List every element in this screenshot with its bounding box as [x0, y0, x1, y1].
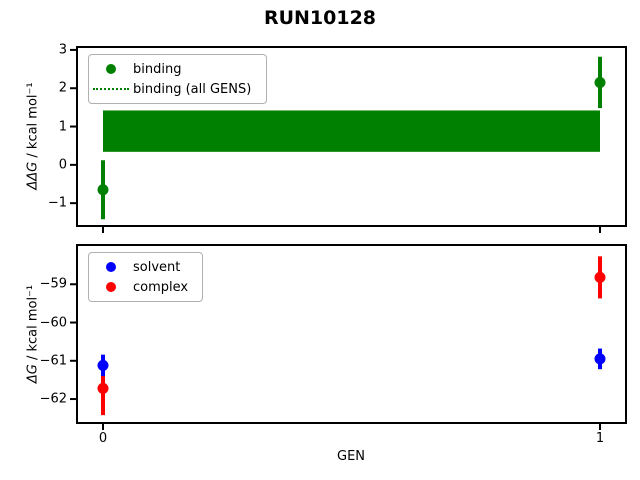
data-point-complex — [594, 271, 606, 283]
top-plot-area — [76, 46, 627, 227]
data-point-solvent — [594, 353, 606, 365]
data-point-complex — [97, 382, 109, 394]
y-axis-label-ddg-units: / kcal mol⁻¹ — [25, 82, 41, 162]
y-tick-label: −61 — [39, 353, 67, 369]
legend-glyph-cell — [89, 64, 133, 74]
uncertainty-band-binding-all-gens- — [102, 110, 601, 152]
legend-glyph-cell — [89, 282, 133, 292]
y-tick-label: 0 — [58, 157, 67, 173]
complex-marker-icon — [106, 282, 116, 292]
y-tick-label: −60 — [39, 315, 67, 331]
legend-label-binding: binding — [133, 61, 182, 77]
y-tick-label: 1 — [58, 119, 67, 135]
solvent-marker-icon — [106, 262, 116, 272]
legend-item-complex: complex — [89, 277, 193, 297]
data-point-solvent — [97, 359, 109, 371]
y-axis-label-dg-math: ΔG — [25, 364, 41, 384]
legend-bottom-plot: solvent complex — [88, 252, 203, 302]
y-axis-label-ddg-math: ΔΔG — [25, 161, 41, 190]
y-tick-label: −62 — [39, 391, 67, 407]
legend-label-binding-all-gens: binding (all GENS) — [133, 81, 252, 97]
binding-marker-icon — [106, 64, 116, 74]
y-axis-label-ddg: ΔΔG / kcal mol⁻¹ — [26, 82, 41, 189]
y-axis-label-dg: ΔG / kcal mol⁻¹ — [26, 285, 41, 383]
y-tick-label: −59 — [39, 276, 67, 292]
x-axis-label: GEN — [336, 449, 366, 464]
figure-title: RUN10128 — [263, 7, 377, 29]
bottom-plot-area — [76, 244, 627, 424]
legend-item-binding-all-gens: binding (all GENS) — [89, 79, 257, 99]
data-point-binding — [594, 76, 606, 88]
x-tick-label: 1 — [595, 431, 605, 446]
legend-glyph-cell — [89, 262, 133, 272]
y-axis-label-dg-units: / kcal mol⁻¹ — [25, 284, 41, 365]
legend-top-plot: binding binding (all GENS) — [88, 54, 267, 104]
y-tick-label: 2 — [58, 80, 67, 96]
legend-label-solvent: solvent — [133, 259, 181, 275]
data-point-binding — [97, 184, 109, 196]
legend-label-complex: complex — [133, 279, 189, 295]
legend-item-solvent: solvent — [89, 257, 193, 277]
binding-all-gens-line-icon — [93, 88, 129, 90]
x-tick-label: 0 — [98, 431, 108, 446]
y-tick-label: 3 — [58, 42, 67, 58]
y-tick-label: −1 — [47, 195, 67, 211]
legend-item-binding: binding — [89, 59, 257, 79]
legend-glyph-cell — [89, 88, 133, 90]
